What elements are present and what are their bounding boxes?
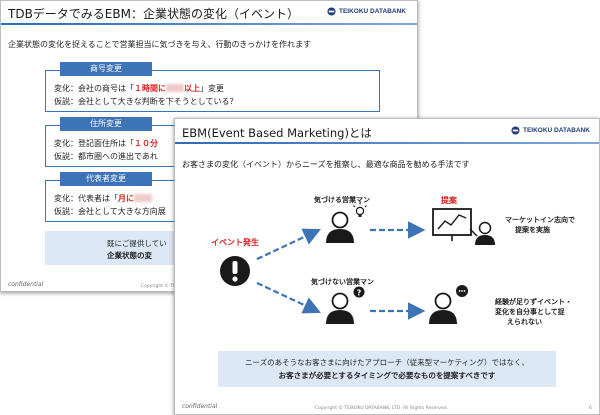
teikoku-logo-icon	[511, 126, 520, 135]
unaware-salesperson-label: 気づけない営業マン	[311, 278, 374, 286]
customer-icon	[429, 292, 457, 324]
card-change-line: 変化：代表者は「月に	[54, 193, 152, 204]
front-summary-line2: お客さまが必要とするタイミングで必要なものを提案すべきです	[278, 371, 496, 380]
address-change-header: 住所変更	[60, 117, 152, 131]
back-footer: confidential	[8, 281, 44, 288]
arrow-to-unaware	[256, 282, 321, 314]
back-brand-logo: TEIKOKU DATABANK	[327, 7, 406, 16]
ebm-diagram: ?	[220, 202, 495, 324]
redaction-blur	[134, 194, 152, 202]
front-slide-title: EBM(Event Based Marketing)とは	[182, 126, 372, 140]
back-summary-line2: 企業状態の変	[107, 251, 152, 260]
front-summary-line1: ニーズのあそうなお客さまに向けたアプローチ（従来型マーケティング）ではなく、	[244, 358, 530, 367]
representative-change-header: 代表者変更	[60, 172, 152, 186]
card-change-line: 変化：登記面住所は「１０分	[54, 139, 158, 148]
lightbulb-icon	[353, 202, 367, 217]
unaware-salesperson-icon	[326, 292, 354, 324]
speech-bubble-icon	[456, 285, 468, 297]
front-subtitle: お客さまの変化（イベント）からニーズを推察し、最適な商品を勧める手法です	[182, 160, 470, 169]
back-slide-title: TDBデータでみるEBM：企業状態の変化（イベント）	[8, 7, 299, 21]
lacking-experience-label: 経験が足りずイベント・ 変化を自分事として捉 えられない	[495, 298, 572, 326]
back-subtitle: 企業状態の変化を捉えることで営業担当に気づきを与え、行動のきっかけを作れます	[8, 40, 311, 49]
teikoku-logo-icon	[327, 7, 336, 16]
card-change-line: 変化：会社の商号は「１時間に以上」変更	[54, 84, 224, 93]
presentation-board-icon	[432, 208, 472, 241]
proposal-label: 提案	[441, 196, 457, 205]
front-brand-text: TEIKOKU DATABANK	[523, 127, 590, 134]
svg-text:?: ?	[357, 289, 362, 298]
market-in-label: マーケットイン志向で 提案を実施	[505, 216, 575, 234]
aware-salesperson-label: 気づける営業マン	[314, 196, 370, 204]
back-title-rule	[1, 23, 417, 25]
redaction-blur	[166, 84, 184, 92]
front-slide: EBM(Event Based Marketing)とは TEIKOKU DAT…	[174, 118, 600, 415]
front-copyright: Copyright © TEIKOKU DATABANK, LTD. All R…	[315, 406, 448, 411]
card-hypothesis-line: 仮説：都市圏への進出であれ	[54, 152, 158, 161]
trade-name-change-card: 変化：会社の商号は「１時間に以上」変更 仮説：会社として大きな判断を下そうとして…	[45, 70, 380, 112]
front-brand-logo: TEIKOKU DATABANK	[511, 126, 590, 135]
back-brand-text: TEIKOKU DATABANK	[339, 8, 406, 15]
card-hypothesis-line: 仮説：会社として大きな方向展	[54, 207, 166, 216]
arrow-to-aware	[256, 228, 321, 260]
card-hypothesis-line: 仮説：会社として大きな判断を下そうとしている？	[54, 97, 238, 106]
front-footer: confidential	[182, 403, 218, 410]
trade-name-change-header: 商号変更	[60, 62, 152, 76]
question-bubble-icon: ?	[353, 286, 365, 298]
back-copyright: Copyright © TE	[141, 284, 176, 289]
back-summary-line1: 既にご提供してい	[107, 239, 167, 248]
event-label: イベント発生	[211, 238, 259, 247]
aware-salesperson-icon	[326, 211, 354, 243]
front-summary-box: ニーズのあそうなお客さまに向けたアプローチ（従来型マーケティング）ではなく、 お…	[218, 351, 556, 387]
presenter-icon	[469, 221, 495, 245]
front-title-rule	[175, 142, 599, 144]
front-page-number: 6	[589, 406, 592, 411]
exclamation-icon	[220, 256, 250, 286]
